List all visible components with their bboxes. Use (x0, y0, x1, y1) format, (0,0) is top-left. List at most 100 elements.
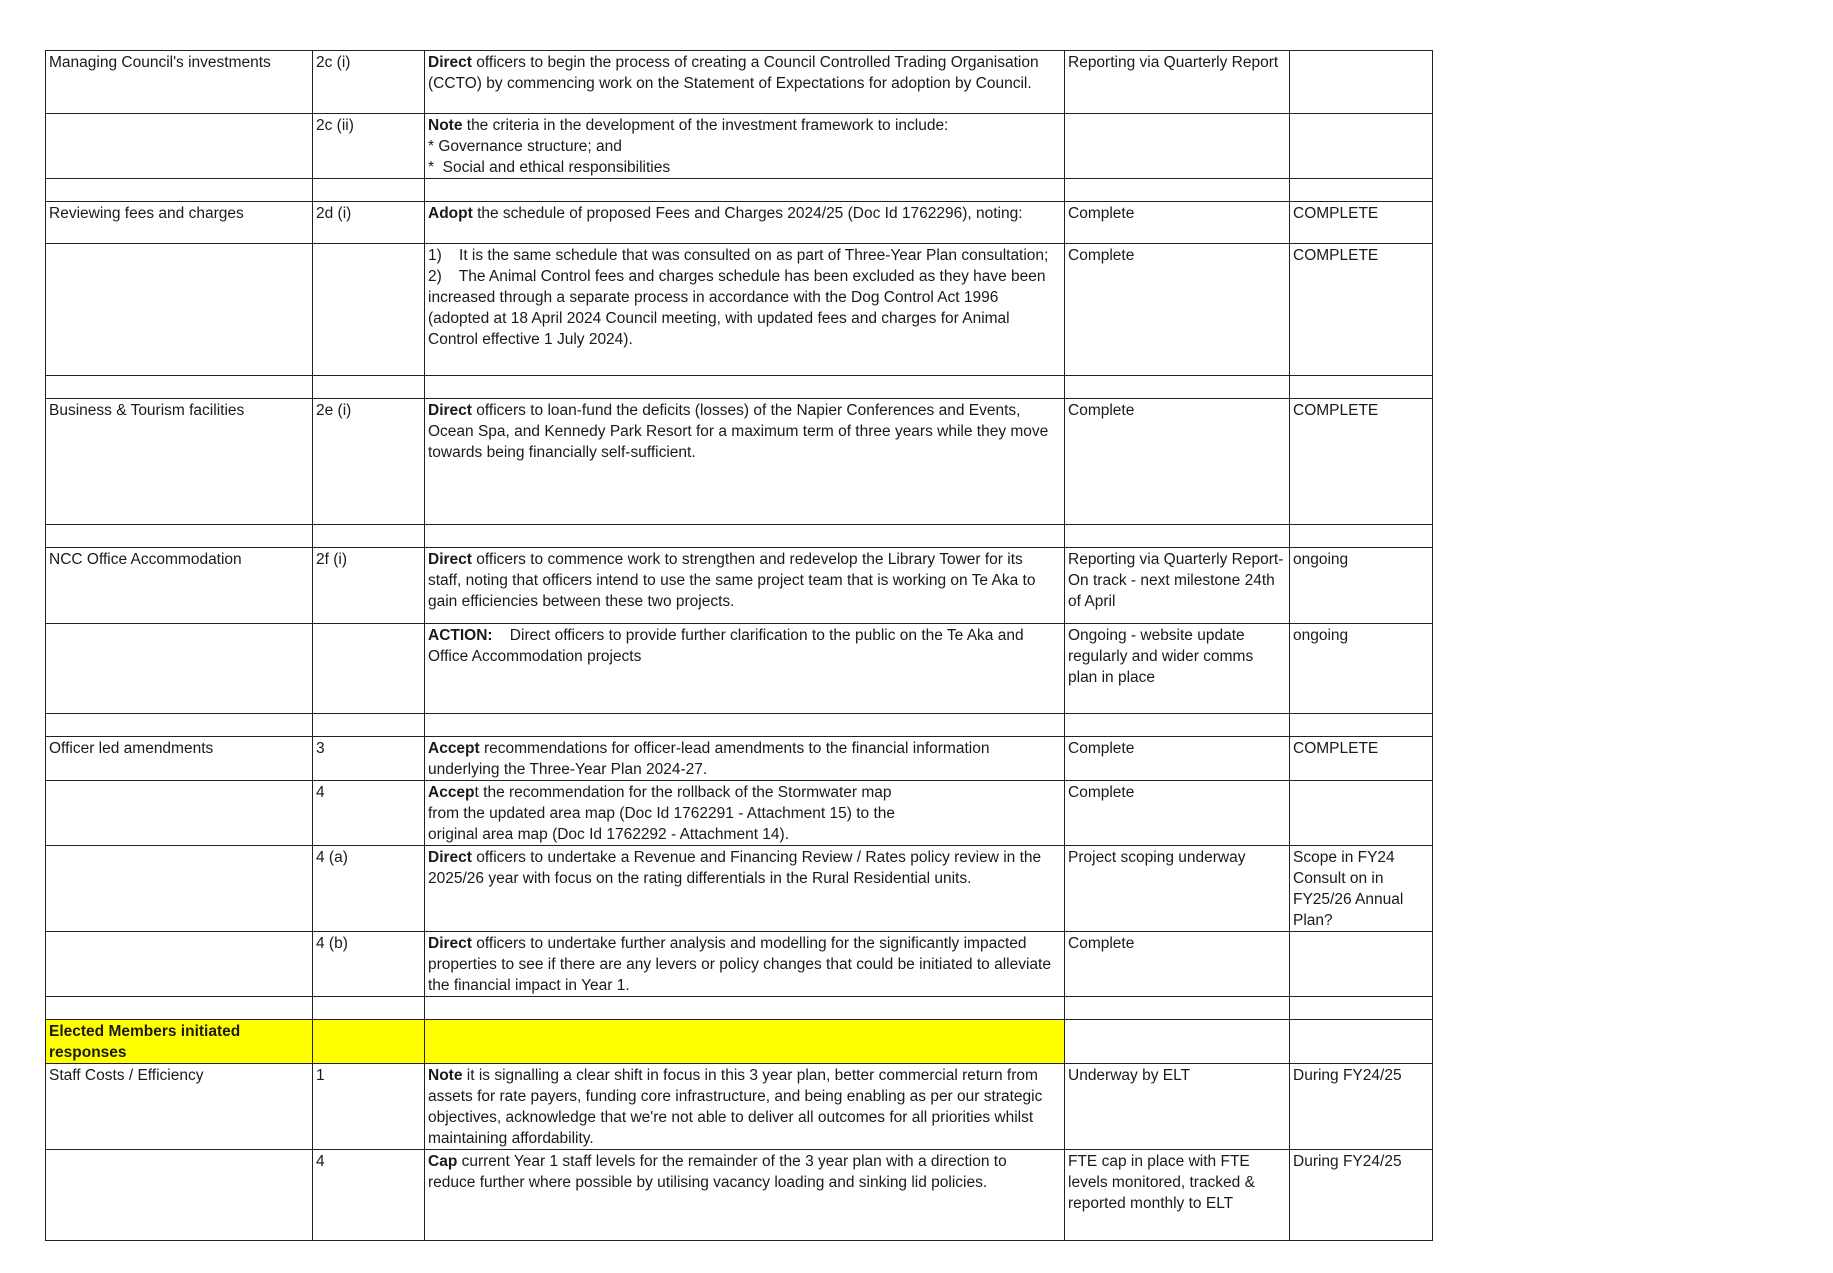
recommendation-line: Direct officers to undertake further ana… (428, 933, 1061, 954)
recommendation-text: towards being financially self-sufficien… (428, 444, 696, 461)
ref-cell: 4 (312, 1149, 425, 1241)
recommendation-line: towards being financially self-sufficien… (428, 442, 1061, 463)
recommendation-cell: Note the criteria in the development of … (424, 113, 1065, 179)
recommendation-text: reduce further where possible by utilisi… (428, 1174, 988, 1191)
status-cell-text: ongoing (1293, 627, 1349, 644)
area-cell: Business & Tourism facilities (45, 398, 313, 525)
recommendation-line: maintaining affordability. (428, 1128, 1061, 1149)
progress-cell-text: Complete (1068, 205, 1135, 222)
ref-cell-text: 2d (i) (316, 205, 352, 222)
recommendation-keyword: Direct (428, 551, 472, 568)
recommendation-cell: Direct officers to loan-fund the deficit… (424, 398, 1065, 525)
recommendation-text: 2) The Animal Control fees and charges s… (428, 268, 1046, 285)
status-cell-text: COMPLETE (1293, 740, 1379, 757)
empty-cell (1064, 375, 1290, 399)
recommendation-keyword: Direct (428, 54, 472, 71)
area-cell (45, 243, 313, 376)
status-cell: COMPLETE (1289, 243, 1433, 376)
recommendation-line: underlying the Three-Year Plan 2024-27. (428, 759, 1061, 780)
progress-cell: Reporting via Quarterly Report (1064, 50, 1290, 114)
empty-cell (45, 524, 313, 548)
recommendation-cell (424, 1019, 1065, 1064)
recommendation-cell: Accept recommendations for officer-lead … (424, 736, 1065, 781)
ref-cell (312, 623, 425, 714)
ref-cell-text: 2c (ii) (316, 117, 354, 134)
recommendation-cell: 1) It is the same schedule that was cons… (424, 243, 1065, 376)
recommendation-text: from the updated area map (Doc Id 176229… (428, 805, 896, 822)
table-row: 4 Accept the recommendation for the rollb… (45, 780, 1433, 846)
recommendation-text: assets for rate payers, funding core inf… (428, 1088, 1043, 1105)
recommendation-text: increased through a separate process in … (428, 289, 999, 306)
empty-cell (45, 375, 313, 399)
progress-cell: Reporting via Quarterly Report- On track… (1064, 547, 1290, 624)
progress-cell-text: Complete (1068, 740, 1135, 757)
recommendation-cell: Accept the recommendation for the rollba… (424, 780, 1065, 846)
recommendation-cell: Direct officers to undertake a Revenue a… (424, 845, 1065, 932)
spacer-row (45, 375, 1433, 399)
recommendation-text: (CCTO) by commencing work on the Stateme… (428, 75, 1032, 92)
spacer-row (45, 996, 1433, 1020)
recommendation-line: assets for rate payers, funding core inf… (428, 1086, 1061, 1107)
empty-cell (312, 178, 425, 202)
recommendation-line: properties to see if there are any lever… (428, 954, 1061, 975)
recommendation-line: Direct officers to commence work to stre… (428, 549, 1061, 570)
ref-cell: 4 (b) (312, 931, 425, 997)
area-cell (45, 845, 313, 932)
recommendation-line: Note the criteria in the development of … (428, 115, 1061, 136)
status-cell (1289, 931, 1433, 997)
progress-cell: Complete (1064, 931, 1290, 997)
recommendation-line: Direct officers to begin the process of … (428, 52, 1061, 73)
recommendation-text: 1) It is the same schedule that was cons… (428, 247, 1049, 264)
spacer-row (45, 524, 1433, 548)
status-cell: ongoing (1289, 623, 1433, 714)
recommendation-keyword: Adopt (428, 205, 473, 222)
recommendation-text: officers to undertake a Revenue and Fina… (471, 849, 1042, 866)
ref-cell: 2c (ii) (312, 113, 425, 179)
recommendation-cell: Direct officers to commence work to stre… (424, 547, 1065, 624)
ref-cell: 2e (i) (312, 398, 425, 525)
status-cell-text: COMPLETE (1293, 402, 1379, 419)
recommendation-text: recommendations for officer-lead amendme… (479, 740, 990, 757)
ref-cell: 2c (i) (312, 50, 425, 114)
table-row: 4 (b)Direct officers to undertake furthe… (45, 931, 1433, 997)
recommendation-cell: Note it is signalling a clear shift in f… (424, 1063, 1065, 1150)
ref-cell: 1 (312, 1063, 425, 1150)
progress-cell (1064, 1019, 1290, 1064)
empty-cell (1064, 996, 1290, 1020)
recommendation-text: officers to undertake further analysis a… (471, 935, 1027, 952)
ref-cell (312, 243, 425, 376)
area-cell-text: Elected Members initiated responses (49, 1023, 241, 1061)
recommendation-text: t the recommendation for the rollback of… (474, 784, 892, 801)
recommendation-line: original area map (Doc Id 1762292 - Atta… (428, 824, 1061, 845)
recommendation-text: officers to begin the process of creatin… (471, 54, 1039, 71)
progress-cell (1064, 113, 1290, 179)
recommendation-line: reduce further where possible by utilisi… (428, 1172, 1061, 1193)
recommendation-text: current Year 1 staff levels for the rema… (457, 1153, 1007, 1170)
recommendation-line: from the updated area map (Doc Id 176229… (428, 803, 1061, 824)
area-cell: Elected Members initiated responses (45, 1019, 313, 1064)
spacer-row (45, 713, 1433, 737)
ref-cell-text: 2e (i) (316, 402, 352, 419)
status-cell-text: Scope in FY24 Consult on in FY25/26 Annu… (1293, 849, 1404, 929)
recommendation-line: staff, noting that officers intend to us… (428, 570, 1061, 591)
table-row: 2c (ii) Note the criteria in the developm… (45, 113, 1433, 179)
recommendation-line: * Social and ethical responsibilities (428, 157, 1061, 178)
progress-cell: Complete (1064, 780, 1290, 846)
empty-cell (312, 375, 425, 399)
ref-cell-text: 4 (316, 784, 325, 801)
status-cell (1289, 50, 1433, 114)
status-cell: COMPLETE (1289, 736, 1433, 781)
area-cell-text: Officer led amendments (49, 740, 214, 757)
recommendation-line: ACTION: Direct officers to provide furth… (428, 625, 1061, 646)
recommendation-keyword: ACTION: (428, 627, 493, 644)
recommendation-line: Ocean Spa, and Kennedy Park Resort for a… (428, 421, 1061, 442)
empty-cell (424, 524, 1065, 548)
recommendation-keyword: Note (428, 117, 463, 134)
empty-cell (45, 713, 313, 737)
ref-cell: 2d (i) (312, 201, 425, 244)
progress-cell-text: Reporting via Quarterly Report- On track… (1068, 551, 1284, 610)
ref-cell-text: 2f (i) (316, 551, 347, 568)
